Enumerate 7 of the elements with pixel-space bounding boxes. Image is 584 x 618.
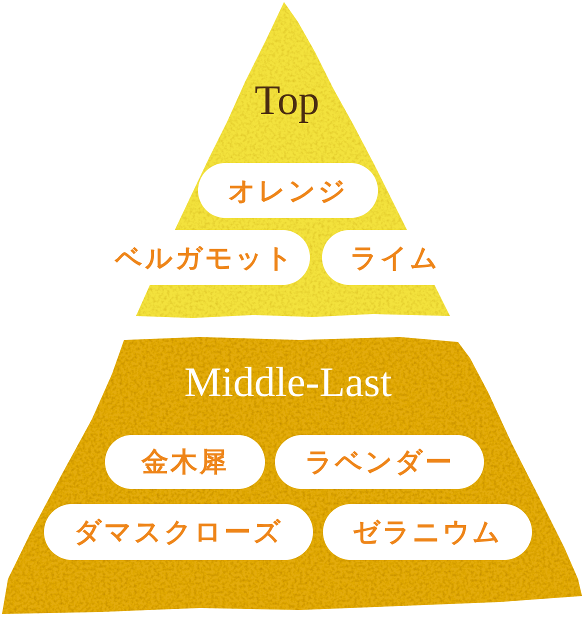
band-heading: Top	[254, 80, 320, 122]
note-pill: ラベンダー	[275, 435, 484, 489]
band-heading: Middle-Last	[184, 362, 392, 404]
note-pill: ゼラニウム	[323, 504, 532, 560]
note-pill: 金木犀	[105, 435, 265, 489]
note-pill: オレンジ	[198, 163, 378, 218]
note-pill: ダマスクローズ	[44, 504, 313, 560]
